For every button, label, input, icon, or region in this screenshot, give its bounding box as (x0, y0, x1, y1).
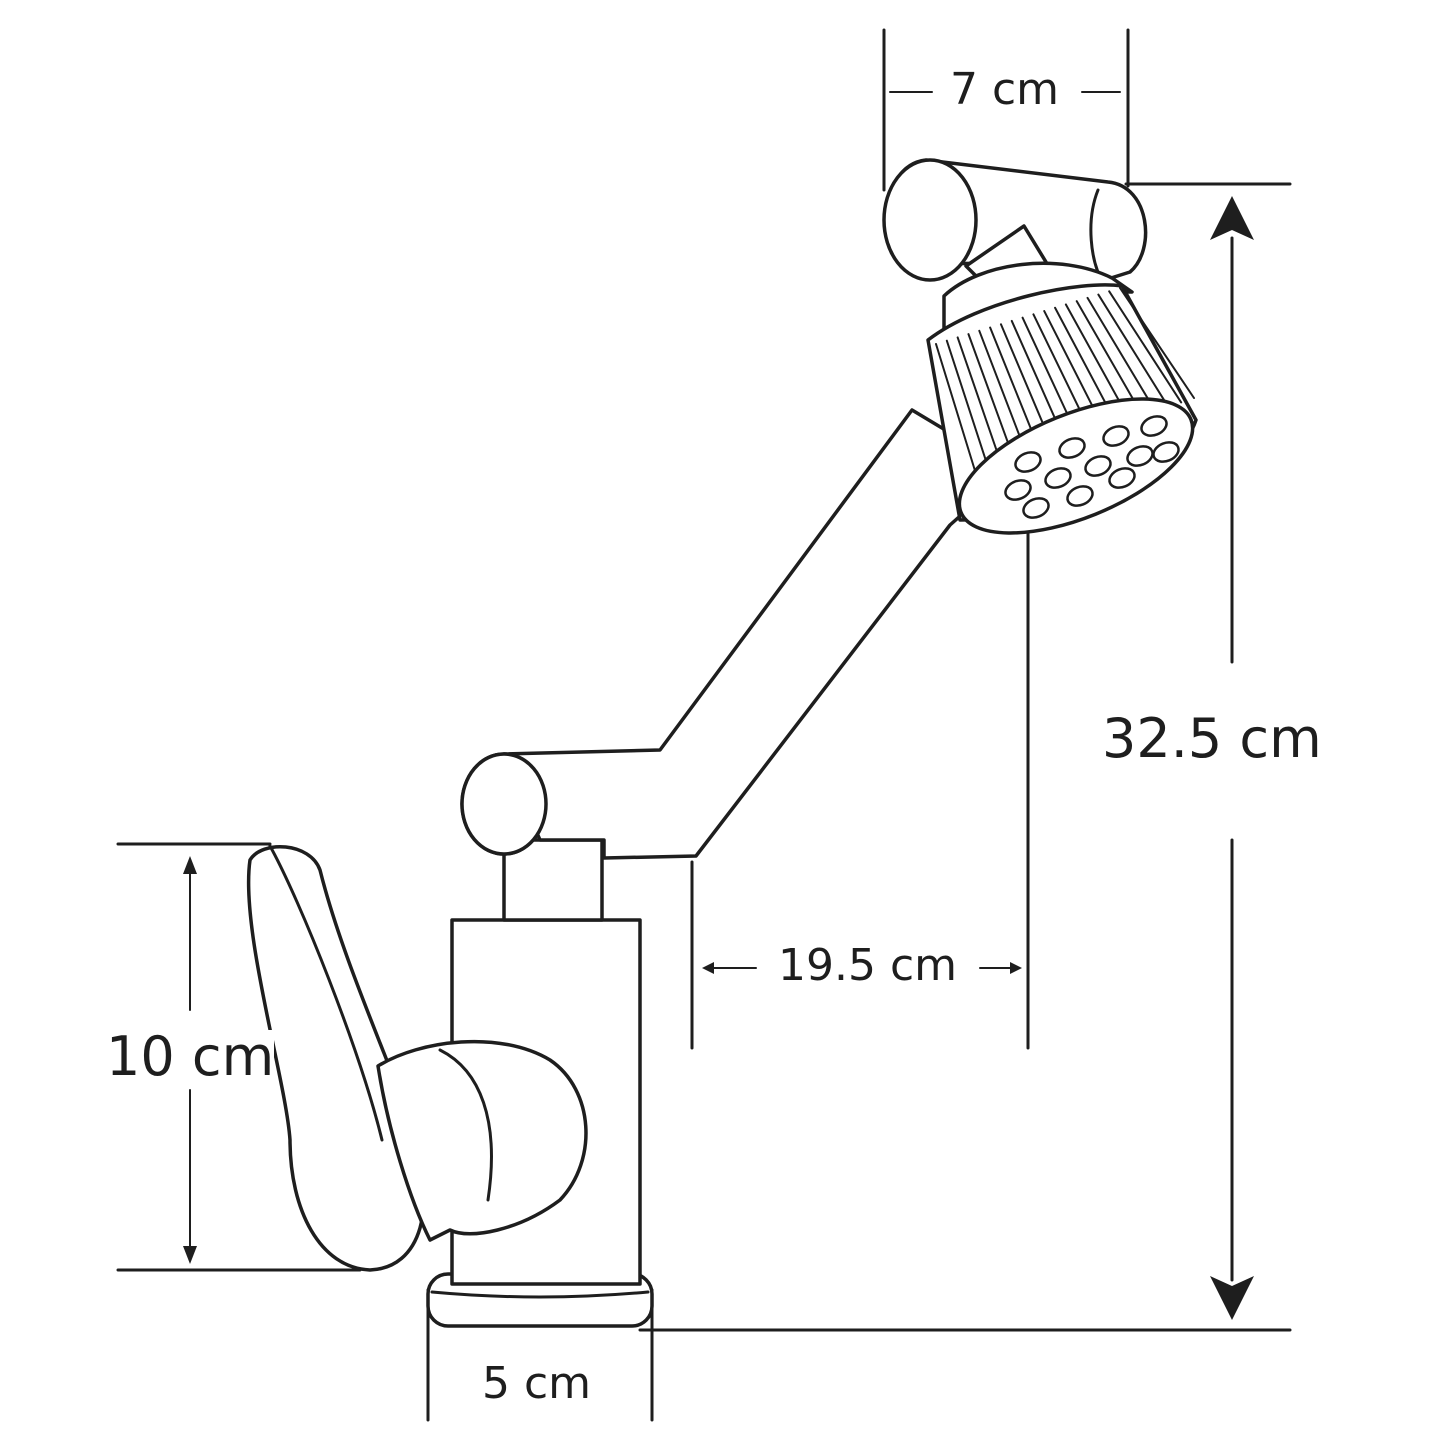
base-diameter-label: 5 cm (482, 1358, 592, 1409)
arrow-left-icon (702, 962, 714, 974)
spray-nozzle (1126, 445, 1154, 467)
arrow-up-icon (1210, 196, 1254, 240)
lever-handle[interactable] (246, 844, 426, 1272)
spray-nozzle (1022, 497, 1050, 519)
base-ring-edge (430, 1290, 650, 1299)
lever-handle-edge (268, 844, 384, 1142)
spray-nozzle (1084, 455, 1112, 477)
spray-nozzle (1004, 479, 1032, 501)
spray-nozzle (1152, 441, 1180, 463)
swivel-arm (502, 408, 1014, 860)
handle-hub-ridge (438, 1048, 493, 1202)
arrow-right-icon (1010, 962, 1022, 974)
head-rib (945, 339, 990, 471)
handle-height-label: 10 cm (106, 1025, 275, 1088)
arm-reach-dimension (702, 962, 1022, 974)
head-rib (967, 333, 1016, 462)
total-height-label: 32.5 cm (1102, 707, 1322, 770)
head-rib (1075, 300, 1144, 417)
spray-nozzle (1044, 467, 1072, 489)
head-rib (1097, 293, 1170, 408)
lower-swivel-knob-front (460, 752, 548, 856)
total-height-dimension (1210, 196, 1254, 1320)
handle-arrow-down-icon (183, 1246, 197, 1264)
spray-nozzle (1108, 467, 1136, 489)
handle-arrow-up-icon (183, 856, 197, 874)
arm-reach-label: 19.5 cm (778, 940, 958, 991)
handle-height-dimension (183, 856, 197, 1264)
head-rib (1119, 287, 1195, 399)
head-rib (935, 343, 977, 475)
head-rib (1108, 290, 1183, 404)
head-rib (956, 336, 1003, 467)
spray-nozzle (1014, 451, 1042, 473)
extension-lines (116, 28, 1292, 1332)
spray-nozzle (1058, 437, 1086, 459)
handle-hub (376, 1039, 588, 1242)
head-width-label: 7 cm (950, 64, 1060, 115)
spray-nozzle (1102, 425, 1130, 447)
spray-nozzle (1066, 485, 1094, 507)
valve-stem (502, 838, 604, 922)
head-mount-cap (882, 158, 978, 282)
arrow-down-icon (1210, 1276, 1254, 1320)
spray-nozzles (1004, 415, 1180, 519)
head-rib (1086, 296, 1157, 413)
spray-nozzle (1140, 415, 1168, 437)
